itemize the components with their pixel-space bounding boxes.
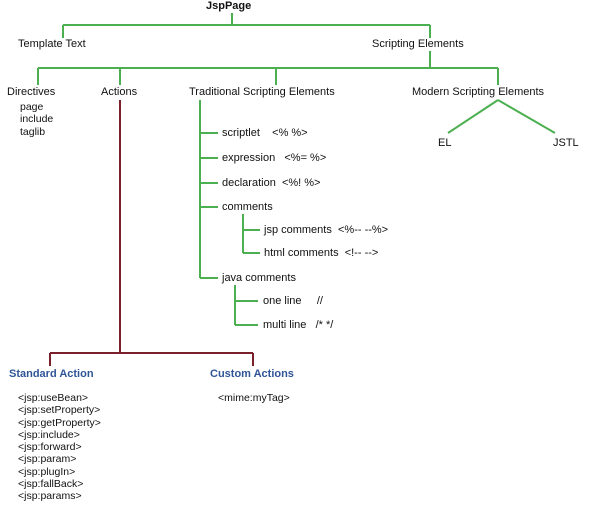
jsp-comments-syntax: <%-- --%> [337,224,389,236]
declaration-node: declaration <%! %> [222,177,320,190]
html-comments-syntax: <!-- --> [344,247,379,259]
html-comments-label: html comments [264,247,339,259]
scripting-elements-node: Scripting Elements [372,38,464,50]
root-node: JspPage [206,0,252,12]
el-node: EL [438,137,452,149]
jstl-node: JSTL [553,137,579,149]
standard-action-item: <jsp:setProperty> [18,404,101,417]
directive-item: taglib [20,125,46,138]
one-line-node: one line // [263,295,323,308]
java-comments-node: java comments [222,272,296,284]
directives-node: Directives [7,86,56,98]
standard-action-item: <jsp:params> [18,490,82,503]
standard-action-item: <jsp:fallBack> [18,478,84,491]
traditional-scripting-node: Traditional Scripting Elements [189,86,335,98]
scriptlet-syntax: <% %> [272,127,308,139]
standard-action-node: Standard Action [9,368,94,380]
html-comments-node: html comments <!-- --> [264,247,378,260]
el-connector [447,99,499,134]
standard-action-item: <jsp:forward> [18,441,82,454]
expression-label: expression [222,152,276,164]
standard-action-item: <jsp:param> [18,453,77,466]
custom-actions-node: Custom Actions [210,368,294,380]
comments-node: comments [222,201,273,213]
multi-line-syntax: /* */ [315,319,334,331]
declaration-label: declaration [222,177,276,189]
standard-action-item: <jsp:getProperty> [18,416,101,429]
custom-action-example: <mime:myTag> [218,392,290,404]
standard-action-list: <jsp:useBean> <jsp:setProperty> <jsp:get… [18,392,101,503]
jstl-connector [497,99,556,134]
actions-node: Actions [101,86,138,98]
standard-action-item: <jsp:useBean> [18,392,89,404]
directives-list: page include taglib [20,101,53,138]
standard-action-item: <jsp:include> [18,428,80,441]
directive-item: page [20,101,44,113]
jsp-comments-node: jsp comments <%-- --%> [264,224,388,237]
directive-item: include [20,113,54,126]
multi-line-node: multi line /* */ [263,319,333,332]
template-text-node: Template Text [18,38,86,50]
one-line-label: one line [263,295,302,307]
expression-node: expression <%= %> [222,152,326,165]
standard-action-item: <jsp:plugIn> [18,465,76,478]
jsp-comments-label: jsp comments [264,224,332,236]
one-line-syntax: // [316,295,323,307]
scriptlet-node: scriptlet <% %> [222,127,308,140]
declaration-syntax: <%! %> [281,177,321,189]
expression-syntax: <%= %> [284,152,327,164]
scriptlet-label: scriptlet [222,127,260,139]
modern-scripting-node: Modern Scripting Elements [412,86,545,98]
multi-line-label: multi line [263,319,307,331]
